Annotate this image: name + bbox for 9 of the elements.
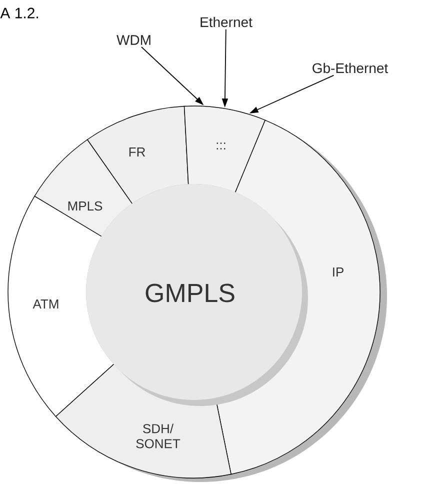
node-label: ::: xyxy=(216,142,226,150)
figure-number: A 1.2. xyxy=(0,8,38,18)
technology-label: WDM xyxy=(116,35,150,45)
ring-segment: ::: xyxy=(184,106,266,193)
technology-label: Gb-Ethernet xyxy=(312,62,388,74)
node-label: SDH/ SONET xyxy=(136,424,180,448)
ring-segment: SDH/ SONET xyxy=(55,364,232,478)
technology-label: Ethernet xyxy=(200,16,252,28)
node-label: ATM xyxy=(32,300,58,308)
